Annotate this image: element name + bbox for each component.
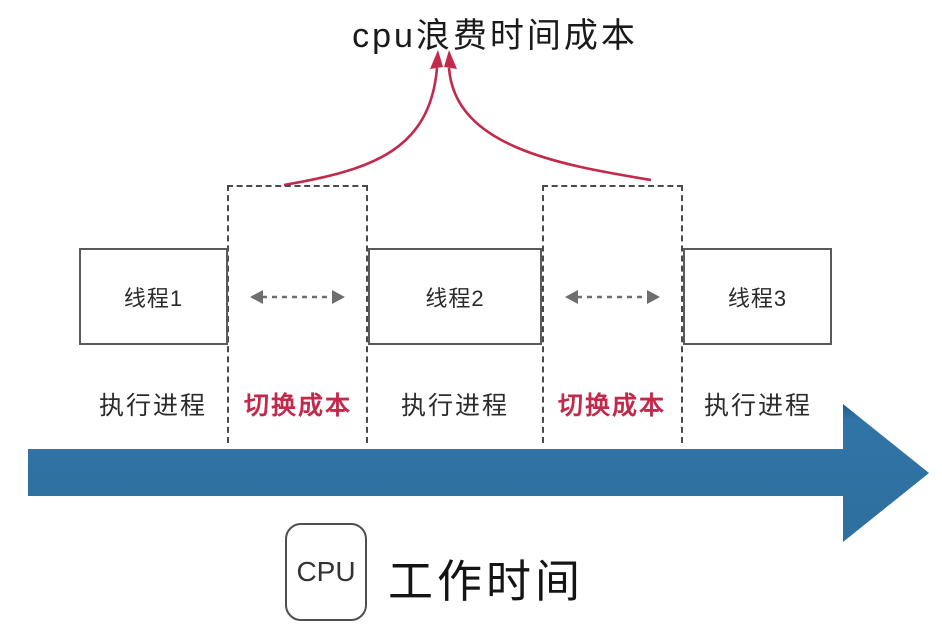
- cpu-waste-arrowhead-right: [444, 50, 457, 69]
- thread-box-1-label: 线程1: [123, 285, 184, 311]
- segment-label-execute-2: 执行进程: [400, 392, 510, 420]
- switch-cost-box-2: [542, 185, 683, 443]
- switch-cost-box-1: [227, 185, 368, 443]
- cpu-badge-label: CPU: [296, 556, 356, 587]
- cpu-waste-arrowhead-left: [430, 50, 443, 69]
- segment-label-switch-2: 切换成本: [557, 392, 667, 420]
- thread-box-3: 线程3: [683, 248, 832, 345]
- segment-label-execute-1: 执行进程: [98, 392, 208, 420]
- switch-cost-arrow-2: [565, 290, 660, 304]
- switch-cost-arrow-1: [250, 290, 345, 304]
- segment-label-switch-1: 切换成本: [243, 392, 353, 420]
- thread-box-2: 线程2: [368, 248, 542, 345]
- cpu-waste-arrow-right: [447, 67, 652, 182]
- thread-box-1: 线程1: [79, 248, 228, 345]
- cpu-badge: CPU: [285, 523, 367, 621]
- cpu-waste-arrow-left: [283, 67, 439, 187]
- thread-box-3-label: 线程3: [727, 285, 788, 311]
- thread-box-2-label: 线程2: [425, 285, 485, 311]
- segment-label-execute-3: 执行进程: [703, 392, 813, 420]
- timeline-axis-label: 工作时间: [388, 556, 585, 607]
- diagram-title: cpu浪费时间成本: [352, 17, 638, 55]
- timeline-arrow: [28, 404, 929, 542]
